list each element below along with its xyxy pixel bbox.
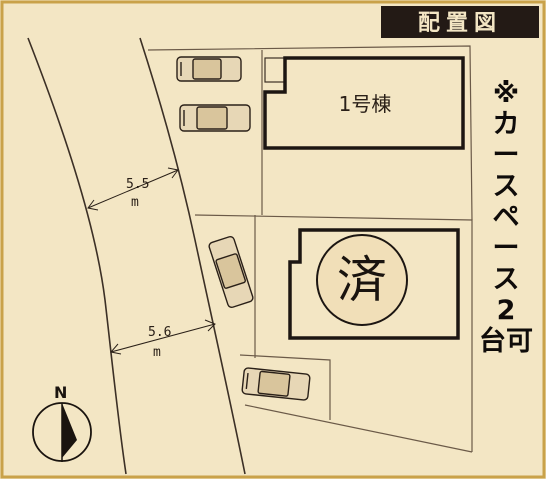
- north-arrow-icon: N: [32, 383, 92, 462]
- parking-note-char: ー: [493, 233, 520, 264]
- car-2: [179, 104, 251, 132]
- road-width-south-unit: m: [153, 345, 161, 360]
- parking-note-char: ス: [493, 264, 520, 295]
- sold-stamp-label: 済: [337, 251, 387, 309]
- parking-note-char: ※: [493, 78, 519, 109]
- dimension-lines: [87, 167, 216, 355]
- parking-note: ※ カ ー ス ペ ー ス 2 台可: [479, 78, 533, 357]
- building-1-label: 1号棟: [339, 92, 392, 116]
- car-4: [241, 367, 311, 401]
- sold-stamp: [316, 234, 408, 326]
- lot-boundaries: [147, 45, 473, 453]
- parking-note-char: ー: [493, 140, 520, 171]
- road-west-edge: [27, 37, 127, 475]
- building-1: [263, 56, 465, 150]
- parking-note-char: ペ: [493, 202, 520, 233]
- road-width-south: 5.6: [148, 325, 171, 340]
- car-1: [176, 56, 242, 82]
- plan-title-box: [381, 6, 539, 38]
- north-label: N: [54, 383, 67, 402]
- parking-note-char: カ: [493, 109, 520, 140]
- parking-note-char: 2: [497, 295, 516, 326]
- parking-note-char: ス: [493, 171, 520, 202]
- car-3: [208, 235, 254, 309]
- plan-title: 配置図: [418, 11, 502, 36]
- road-width-north: 5.5: [126, 177, 149, 192]
- road-east-edge: [139, 37, 246, 475]
- parking-note-char: 台可: [479, 325, 533, 357]
- road-width-north-unit: m: [131, 195, 139, 210]
- parked-cars: [176, 56, 311, 401]
